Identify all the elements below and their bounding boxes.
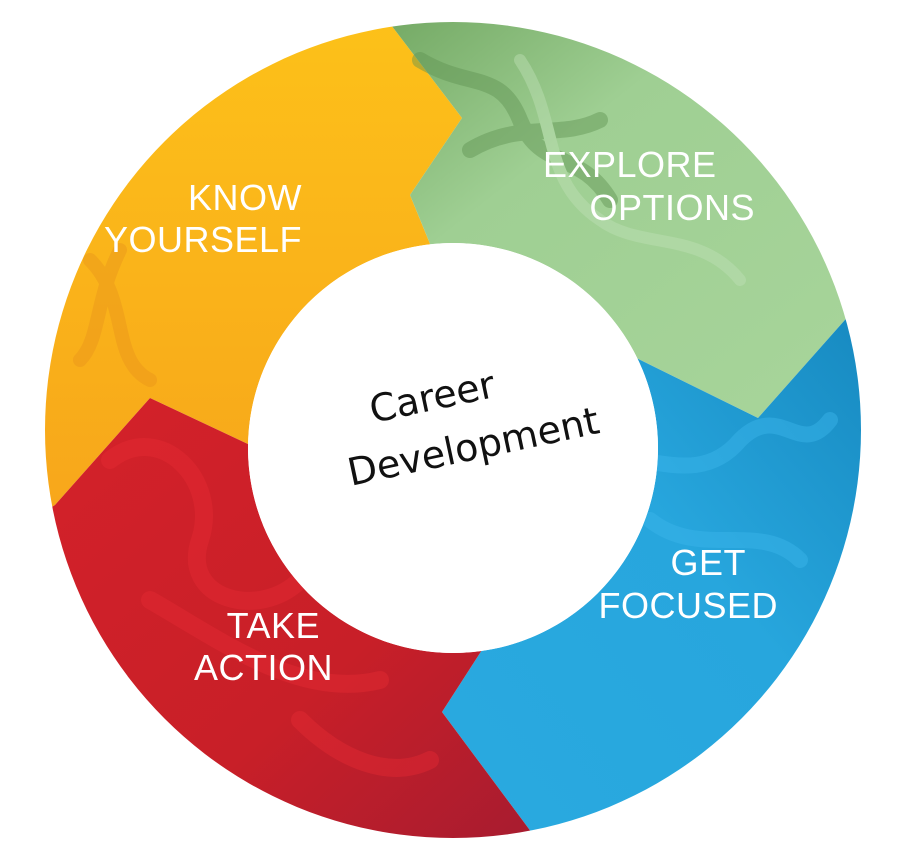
label-explore-options-line-1: EXPLORE <box>543 144 717 185</box>
label-know-yourself: KNOW YOURSELF <box>104 177 302 260</box>
label-take-action-line-1: TAKE <box>227 605 320 646</box>
label-get-focused: GET FOCUSED <box>598 542 778 626</box>
label-explore-options-line-2: OPTIONS <box>589 187 755 228</box>
label-take-action-line-2: ACTION <box>194 647 333 688</box>
label-explore-options: EXPLORE OPTIONS <box>543 144 755 228</box>
label-get-focused-line-2: FOCUSED <box>598 585 778 626</box>
label-take-action: TAKE ACTION <box>194 605 333 688</box>
label-get-focused-line-1: GET <box>670 542 746 583</box>
label-know-yourself-line-1: KNOW <box>188 177 302 218</box>
label-know-yourself-line-2: YOURSELF <box>104 219 302 260</box>
center-circle <box>248 243 658 653</box>
